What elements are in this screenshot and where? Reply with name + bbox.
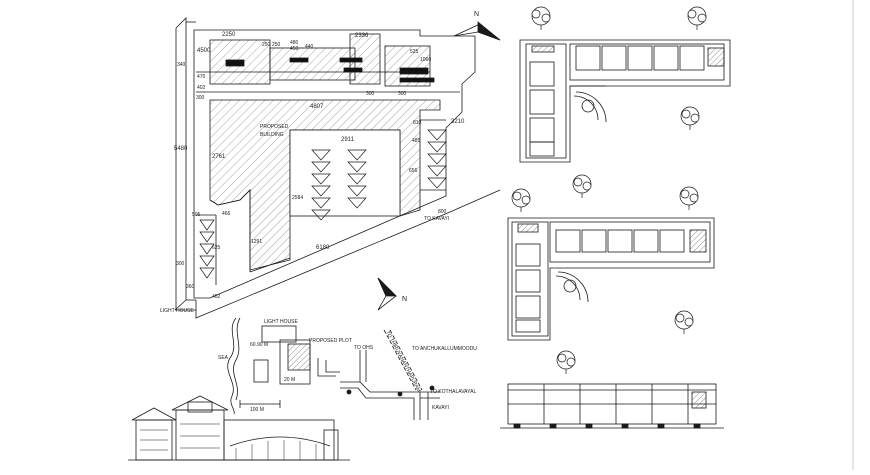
dim-810: 810	[413, 120, 422, 126]
dim-2761: 2761	[212, 154, 226, 160]
dim-505: 505	[192, 212, 201, 218]
floor-plan-upper	[519, 39, 731, 163]
location-map-labels: N LIGHT HOUSE PROPOSED PLOT TO OHS TO AN…	[218, 296, 477, 413]
distance-2-label: 20 M	[284, 377, 295, 383]
site-plan-labels: 2250 4500 2336 480 250 250 440 450 525 3…	[160, 32, 465, 314]
dim-6180: 6180	[316, 245, 330, 251]
dim-2911: 2911	[341, 137, 355, 143]
floor-plan-lower	[507, 217, 715, 341]
sea-label: SEA	[218, 355, 229, 361]
dim-2250: 2250	[222, 32, 236, 38]
site-plan	[174, 17, 501, 319]
proposed-plot-label: PROPOSED PLOT	[309, 338, 352, 344]
dim-466: 466	[222, 211, 231, 217]
road-label: TO THIRUVANANTHAPURAM	[384, 330, 421, 393]
dim-300d: 300	[176, 261, 185, 267]
dim-1291: 1291	[251, 239, 262, 245]
front-elevation	[128, 395, 350, 461]
tree-icon	[511, 188, 531, 212]
dim-5480: 5480	[174, 146, 188, 152]
dim-450: 450	[290, 46, 299, 52]
dim-525: 525	[410, 49, 419, 55]
to-anchukallumoodu-label: TO ANCHUKALLUMMOODU	[412, 346, 477, 352]
tree-icon	[572, 174, 592, 198]
dim-656: 656	[409, 168, 418, 174]
dim-250b: 250	[272, 42, 281, 48]
tree-icon	[680, 106, 700, 130]
light-house-map-label: LIGHT HOUSE	[264, 319, 298, 325]
dim-360: 360	[186, 284, 195, 290]
dim-3210: 3210	[451, 119, 465, 125]
dim-800: 800	[438, 209, 447, 215]
location-map	[227, 277, 440, 420]
to-ohs-label: TO OHS	[354, 345, 374, 351]
light-house-label: LIGHT HOUSE	[160, 308, 194, 314]
building-section	[500, 383, 724, 429]
kavayi-map-label: KAVAYI	[432, 405, 449, 411]
to-kottuvayal-label: TO KOTHALAVAYAL	[430, 389, 476, 395]
dim-300a: 300	[366, 91, 375, 97]
dim-250a: 250	[262, 42, 271, 48]
dim-site-bottom: 402	[212, 294, 221, 300]
tree-icon	[687, 6, 707, 30]
dim-4807: 4807	[310, 104, 324, 110]
dim-485: 485	[412, 138, 421, 144]
building-label: BUILDING	[260, 132, 284, 138]
north-label-bottom: N	[402, 296, 407, 303]
distance-3-label: 100 M	[250, 407, 264, 413]
dim-440: 440	[305, 44, 314, 50]
dim-300c: 300	[196, 95, 205, 101]
tree-icon	[531, 6, 551, 30]
dim-340: 340	[177, 62, 186, 68]
distance-1-label: 60.90 M	[250, 342, 268, 348]
dim-1060: 1060	[420, 57, 431, 63]
dim-4500: 4500	[197, 48, 211, 54]
north-arrow-top: N	[453, 11, 501, 41]
tree-icon	[679, 186, 699, 210]
proposed-label: PROPOSED	[260, 124, 289, 130]
to-kavayi-label: TO KAVAYI	[424, 216, 449, 222]
dim-480: 480	[290, 40, 299, 46]
trees	[511, 6, 707, 374]
north-label-top: N	[474, 11, 479, 18]
dim-2584: 2584	[292, 195, 303, 201]
tree-icon	[674, 310, 694, 334]
dim-2336: 2336	[355, 33, 369, 39]
dim-625: 625	[212, 245, 221, 251]
dim-470: 470	[197, 74, 206, 80]
dim-402: 402	[197, 85, 206, 91]
dim-300b: 300	[398, 91, 407, 97]
tree-icon	[556, 350, 576, 374]
